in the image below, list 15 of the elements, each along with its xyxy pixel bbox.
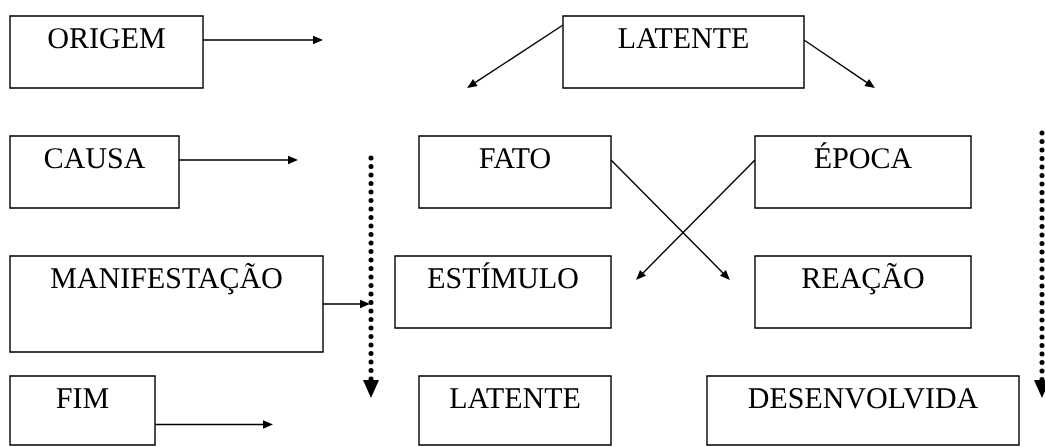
- text-box: ESTÍMULO: [394, 255, 612, 329]
- text-box: LATENTE: [562, 15, 805, 89]
- text-box: CAUSA: [9, 135, 180, 209]
- arrow: [803, 39, 875, 88]
- text-box: ORIGEM: [9, 15, 204, 89]
- arrow: [636, 159, 756, 280]
- text-box: LATENTE: [418, 375, 612, 446]
- text-box: MANIFESTAÇÃO: [9, 255, 324, 353]
- text-box: ÉPOCA: [754, 135, 972, 209]
- arrow: [467, 24, 564, 88]
- text-box: DESENVOLVIDA: [706, 375, 1020, 446]
- text-box: FIM: [9, 375, 156, 446]
- text-box: FATO: [418, 135, 612, 209]
- arrow: [610, 159, 730, 280]
- text-box: REAÇÃO: [754, 255, 972, 329]
